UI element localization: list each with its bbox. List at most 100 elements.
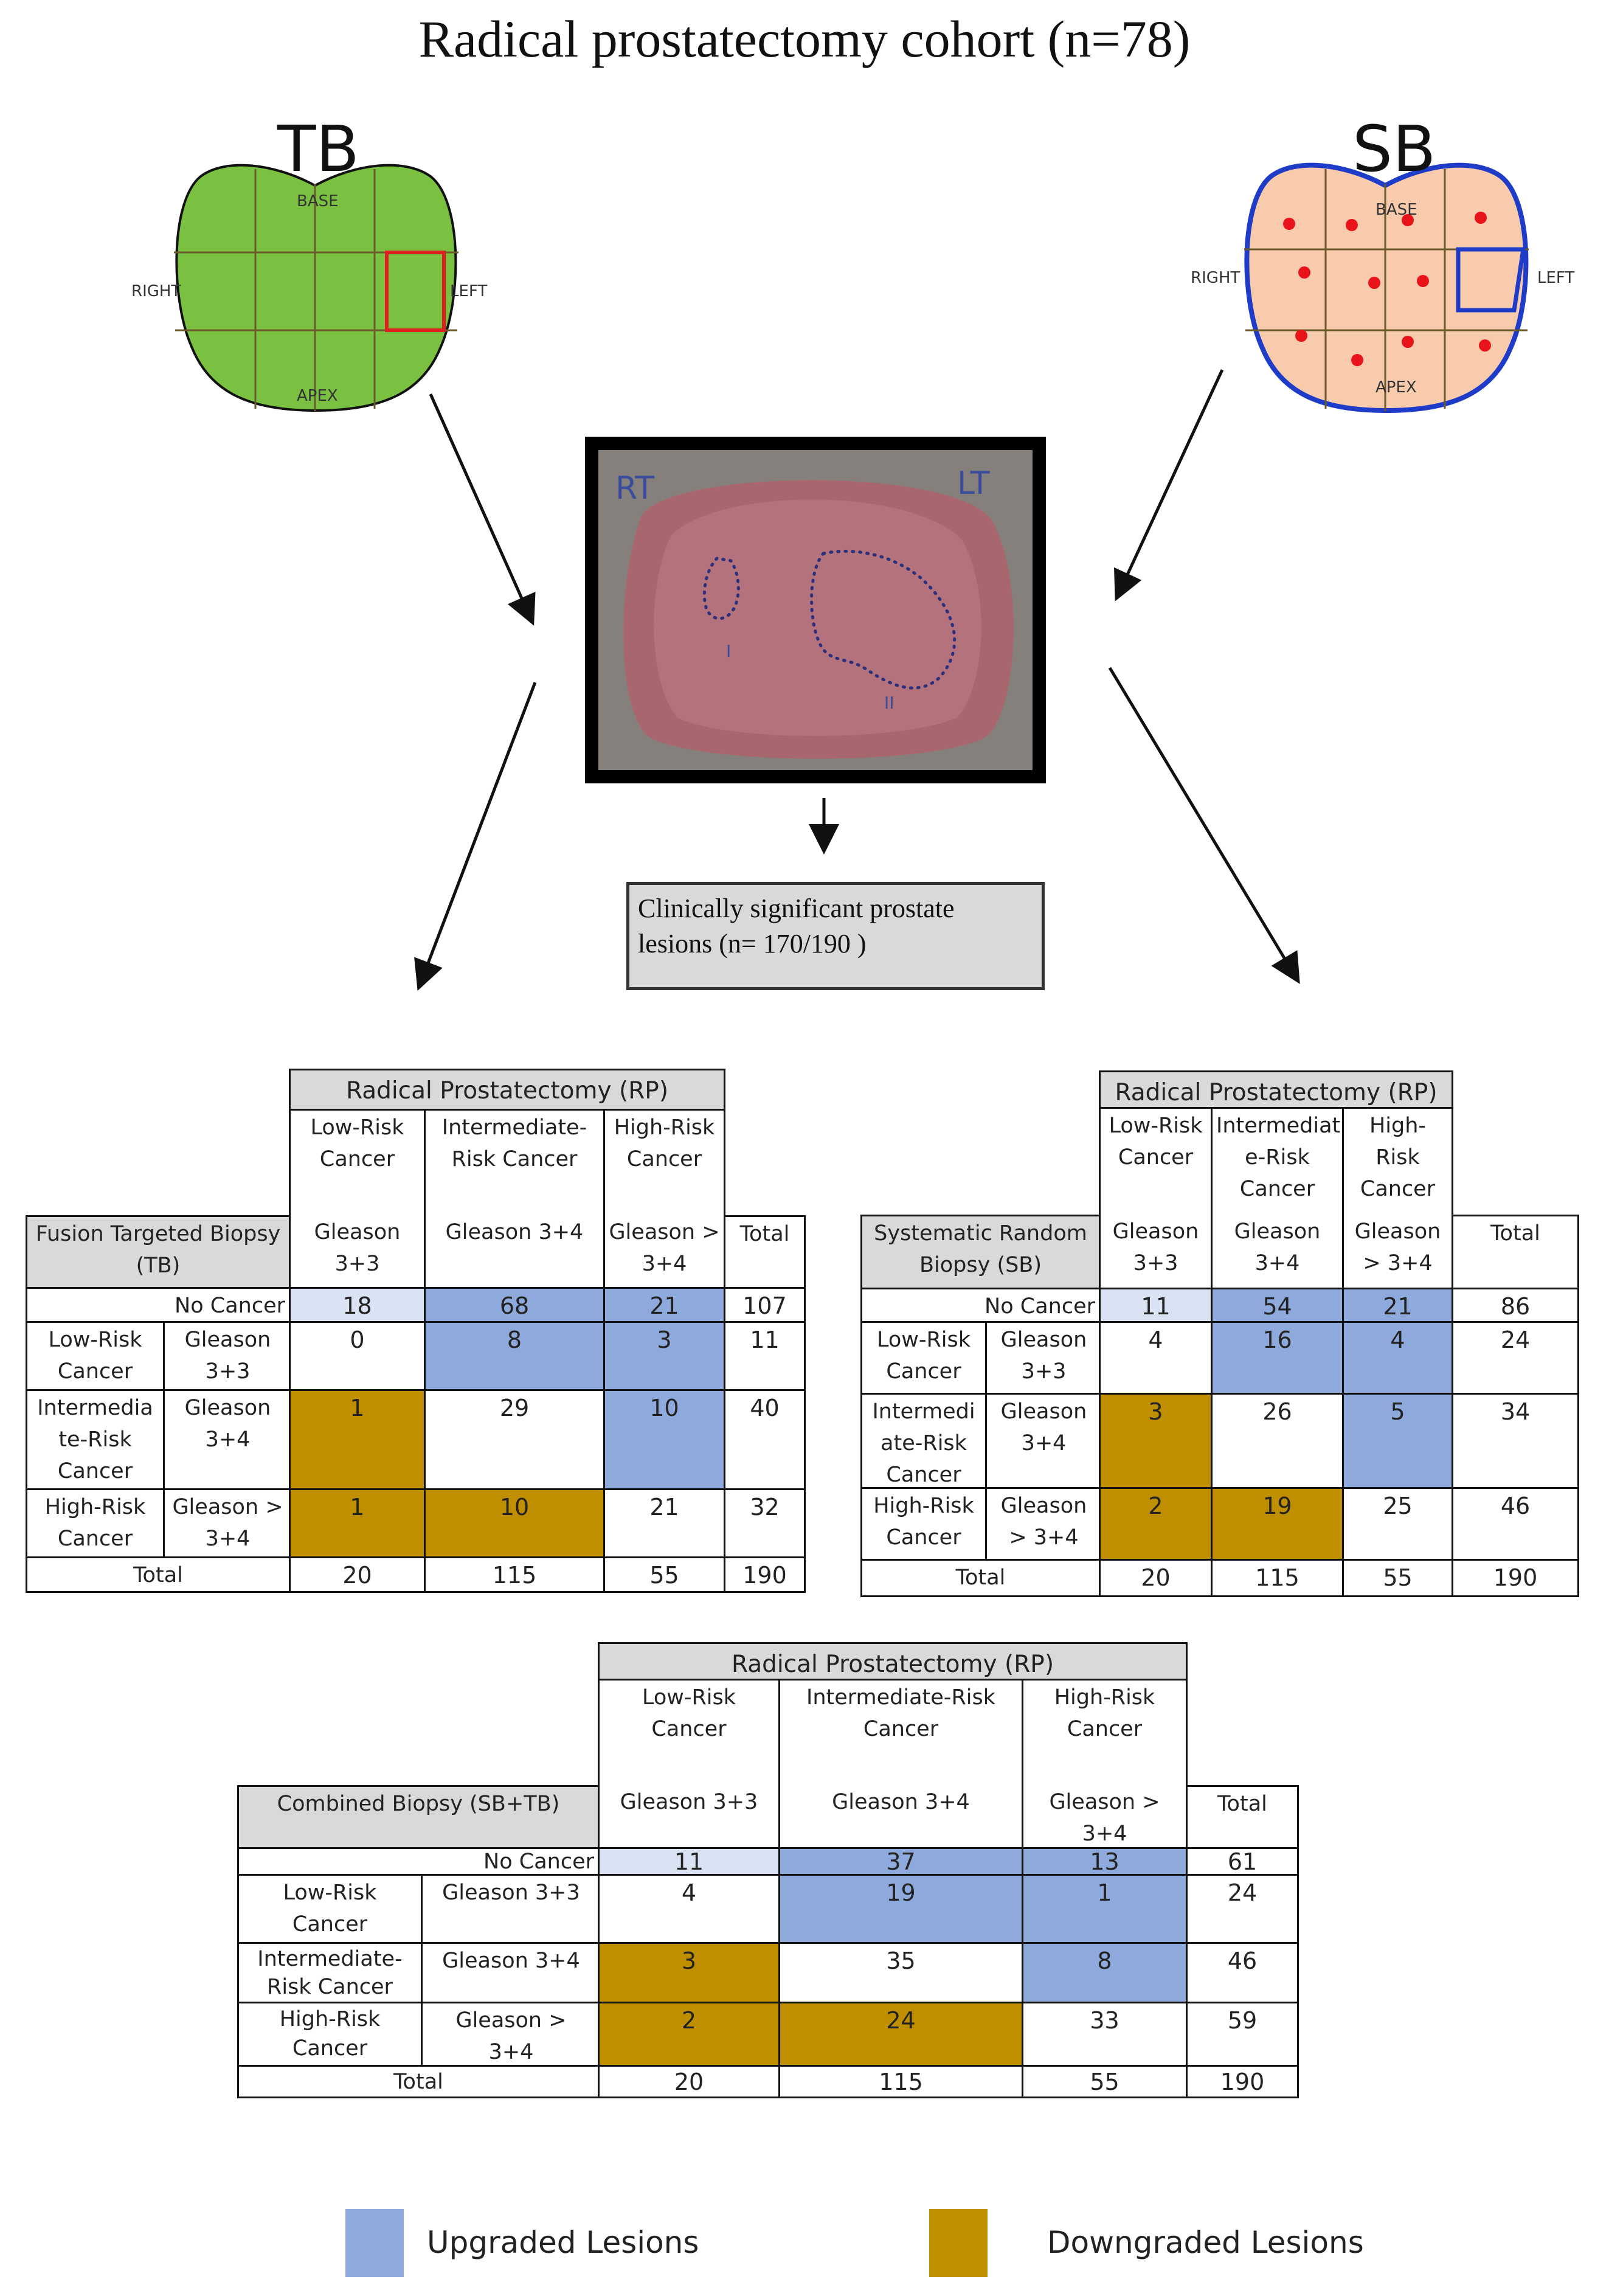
- tb-row-label-low: Low-Risk Cancer Gleason 3+3: [26, 1321, 291, 1391]
- combined-col-group-low: Low-Risk Cancer: [598, 1679, 780, 1787]
- tb-base-label: BASE: [297, 192, 339, 210]
- tb-cell: 68: [424, 1287, 605, 1323]
- sb-prostate-diagram: SB BASE APEX RIGHT LEFT: [1191, 112, 1574, 432]
- tb-rp-header: Radical Prostatectomy (RP): [289, 1069, 725, 1111]
- sb-cell: 4: [1342, 1321, 1453, 1395]
- combined-row-label-low: Low-Risk Cancer Gleason 3+3: [237, 1874, 600, 1944]
- combined-cell: 3: [598, 1942, 780, 2003]
- tb-cell: 1: [289, 1488, 426, 1558]
- combined-row-label-intermediate: Intermediate-Risk Cancer Gleason 3+4: [237, 1942, 600, 2003]
- sb-row-label-high: High-Risk Cancer Gleason > 3+4: [860, 1487, 1101, 1561]
- lesion-2-label: II: [884, 693, 894, 713]
- tb-left-label: LEFT: [450, 282, 488, 300]
- sb-cell: 4: [1099, 1321, 1213, 1395]
- combined-cell: 115: [778, 2065, 1023, 2098]
- tb-no-cancer-label: No Cancer: [26, 1287, 291, 1323]
- tb-cell: 21: [603, 1488, 725, 1558]
- sb-biopsy-cores: [1283, 212, 1491, 366]
- tb-cell: 32: [724, 1488, 806, 1558]
- combined-col-group-high: High-Risk Cancer: [1022, 1679, 1188, 1787]
- sb-cell: 11: [1099, 1288, 1213, 1323]
- tb-table: Radical Prostatectomy (RP) Low-Risk Canc…: [26, 1069, 806, 1593]
- specimen-lt-label: LT: [957, 465, 990, 502]
- cs-box-line-1: Clinically significant prostate: [638, 893, 955, 923]
- specimen-rt-label: RT: [615, 470, 654, 507]
- sb-total-col-header: Total: [1452, 1215, 1579, 1289]
- sb-cell: 25: [1342, 1487, 1453, 1561]
- clinically-significant-box: Clinically significant prostate lesions …: [626, 882, 1045, 990]
- tb-cell: 0: [289, 1321, 426, 1391]
- combined-cell: 8: [1022, 1942, 1188, 2003]
- combined-cell: 20: [598, 2065, 780, 2098]
- arrow-tb-to-specimen: [429, 393, 536, 626]
- tb-cell: 40: [724, 1389, 806, 1490]
- combined-cell: 35: [778, 1942, 1023, 2003]
- sb-base-label: BASE: [1375, 201, 1417, 219]
- tb-row-header: Fusion Targeted Biopsy (TB): [26, 1215, 291, 1289]
- tb-cell: 11: [724, 1321, 806, 1391]
- tb-cell: 115: [424, 1556, 605, 1593]
- sb-rp-header: Radical Prostatectomy (RP): [1099, 1070, 1453, 1109]
- combined-table: Radical Prostatectomy (RP) Low-Risk Canc…: [237, 1642, 1299, 2098]
- tb-apex-label: APEX: [297, 387, 338, 405]
- combined-cell: 24: [1186, 1874, 1299, 1944]
- sb-cell: 5: [1342, 1393, 1453, 1489]
- tb-prostate-diagram: TB BASE APEX RIGHT LEFT: [131, 112, 499, 432]
- sb-col-group-low: Low-Risk Cancer: [1099, 1107, 1213, 1216]
- sb-right-label: RIGHT: [1191, 269, 1240, 287]
- lesion-1-label: I: [726, 641, 731, 661]
- tb-cell: 1: [289, 1389, 426, 1490]
- sb-gleason-col-3-4: Gleason 3+4: [1211, 1215, 1344, 1289]
- arrow-specimen-to-sb-table: [1108, 667, 1300, 984]
- legend-upgraded-label: Upgraded Lesions: [427, 2225, 699, 2260]
- sb-total-label: Total: [860, 1559, 1101, 1597]
- tb-total-col-header: Total: [724, 1215, 806, 1289]
- tb-cell: 10: [424, 1488, 605, 1558]
- sb-cell: 3: [1099, 1393, 1213, 1489]
- sb-cell: 55: [1342, 1559, 1453, 1597]
- tb-gleason-col-gt-3-4: Gleason > 3+4: [603, 1215, 725, 1289]
- sb-cell: 26: [1211, 1393, 1344, 1489]
- tb-col-group-high: High-Risk Cancer: [603, 1109, 725, 1217]
- sb-row-label-low: Low-Risk Cancer Gleason 3+3: [860, 1321, 1101, 1395]
- tb-target-region: [385, 251, 446, 332]
- combined-rp-header: Radical Prostatectomy (RP): [598, 1642, 1188, 1680]
- sb-gleason-col-3-3: Gleason 3+3: [1099, 1215, 1213, 1289]
- sb-cell: 54: [1211, 1288, 1344, 1323]
- combined-cell: 55: [1022, 2065, 1188, 2098]
- sb-row-label-intermediate: Intermedi ate-Risk Cancer Gleason 3+4: [860, 1393, 1101, 1492]
- sb-cell: 86: [1452, 1288, 1579, 1323]
- combined-cell: 11: [598, 1847, 780, 1876]
- legend-upgraded-swatch: [345, 2209, 404, 2277]
- sb-cell: 115: [1211, 1559, 1344, 1597]
- tb-label: TB: [277, 112, 359, 186]
- arrow-specimen-to-tb-table: [414, 682, 537, 991]
- combined-cell: 13: [1022, 1847, 1188, 1876]
- combined-total-col-header: Total: [1186, 1785, 1299, 1849]
- sb-cell: 2: [1099, 1487, 1213, 1561]
- tb-cell: 10: [603, 1389, 725, 1490]
- tb-cell: 29: [424, 1389, 605, 1490]
- combined-cell: 190: [1186, 2065, 1299, 2098]
- tb-cell: 107: [724, 1287, 806, 1323]
- sb-cell: 24: [1452, 1321, 1579, 1395]
- tb-cell: 21: [603, 1287, 725, 1323]
- sb-row-header: Systematic Random Biopsy (SB): [860, 1215, 1101, 1289]
- sb-col-group-intermediate: Intermediat e-Risk Cancer: [1211, 1107, 1344, 1216]
- sb-cell: 21: [1342, 1288, 1453, 1323]
- tb-cell: 18: [289, 1287, 426, 1323]
- sb-gleason-col-gt-3-4: Gleason > 3+4: [1342, 1215, 1453, 1289]
- tb-gleason-col-3-3: Gleason 3+3: [289, 1215, 426, 1289]
- combined-cell: 4: [598, 1874, 780, 1944]
- sb-no-cancer-label: No Cancer: [860, 1288, 1101, 1323]
- sb-excluded-region: [1456, 247, 1526, 313]
- legend-downgraded-label: Downgraded Lesions: [1047, 2225, 1364, 2260]
- tb-gleason-col-3-4: Gleason 3+4: [424, 1215, 605, 1289]
- sb-cell: 34: [1452, 1393, 1579, 1489]
- combined-cell: 24: [778, 2002, 1023, 2067]
- sb-col-group-high: High-Risk Cancer: [1342, 1107, 1453, 1216]
- cs-box-line-2: lesions (n= 170/190 ): [638, 929, 867, 959]
- sb-left-label: LEFT: [1537, 269, 1575, 287]
- combined-no-cancer-label: No Cancer: [237, 1847, 600, 1876]
- combined-row-header: Combined Biopsy (SB+TB): [237, 1785, 600, 1849]
